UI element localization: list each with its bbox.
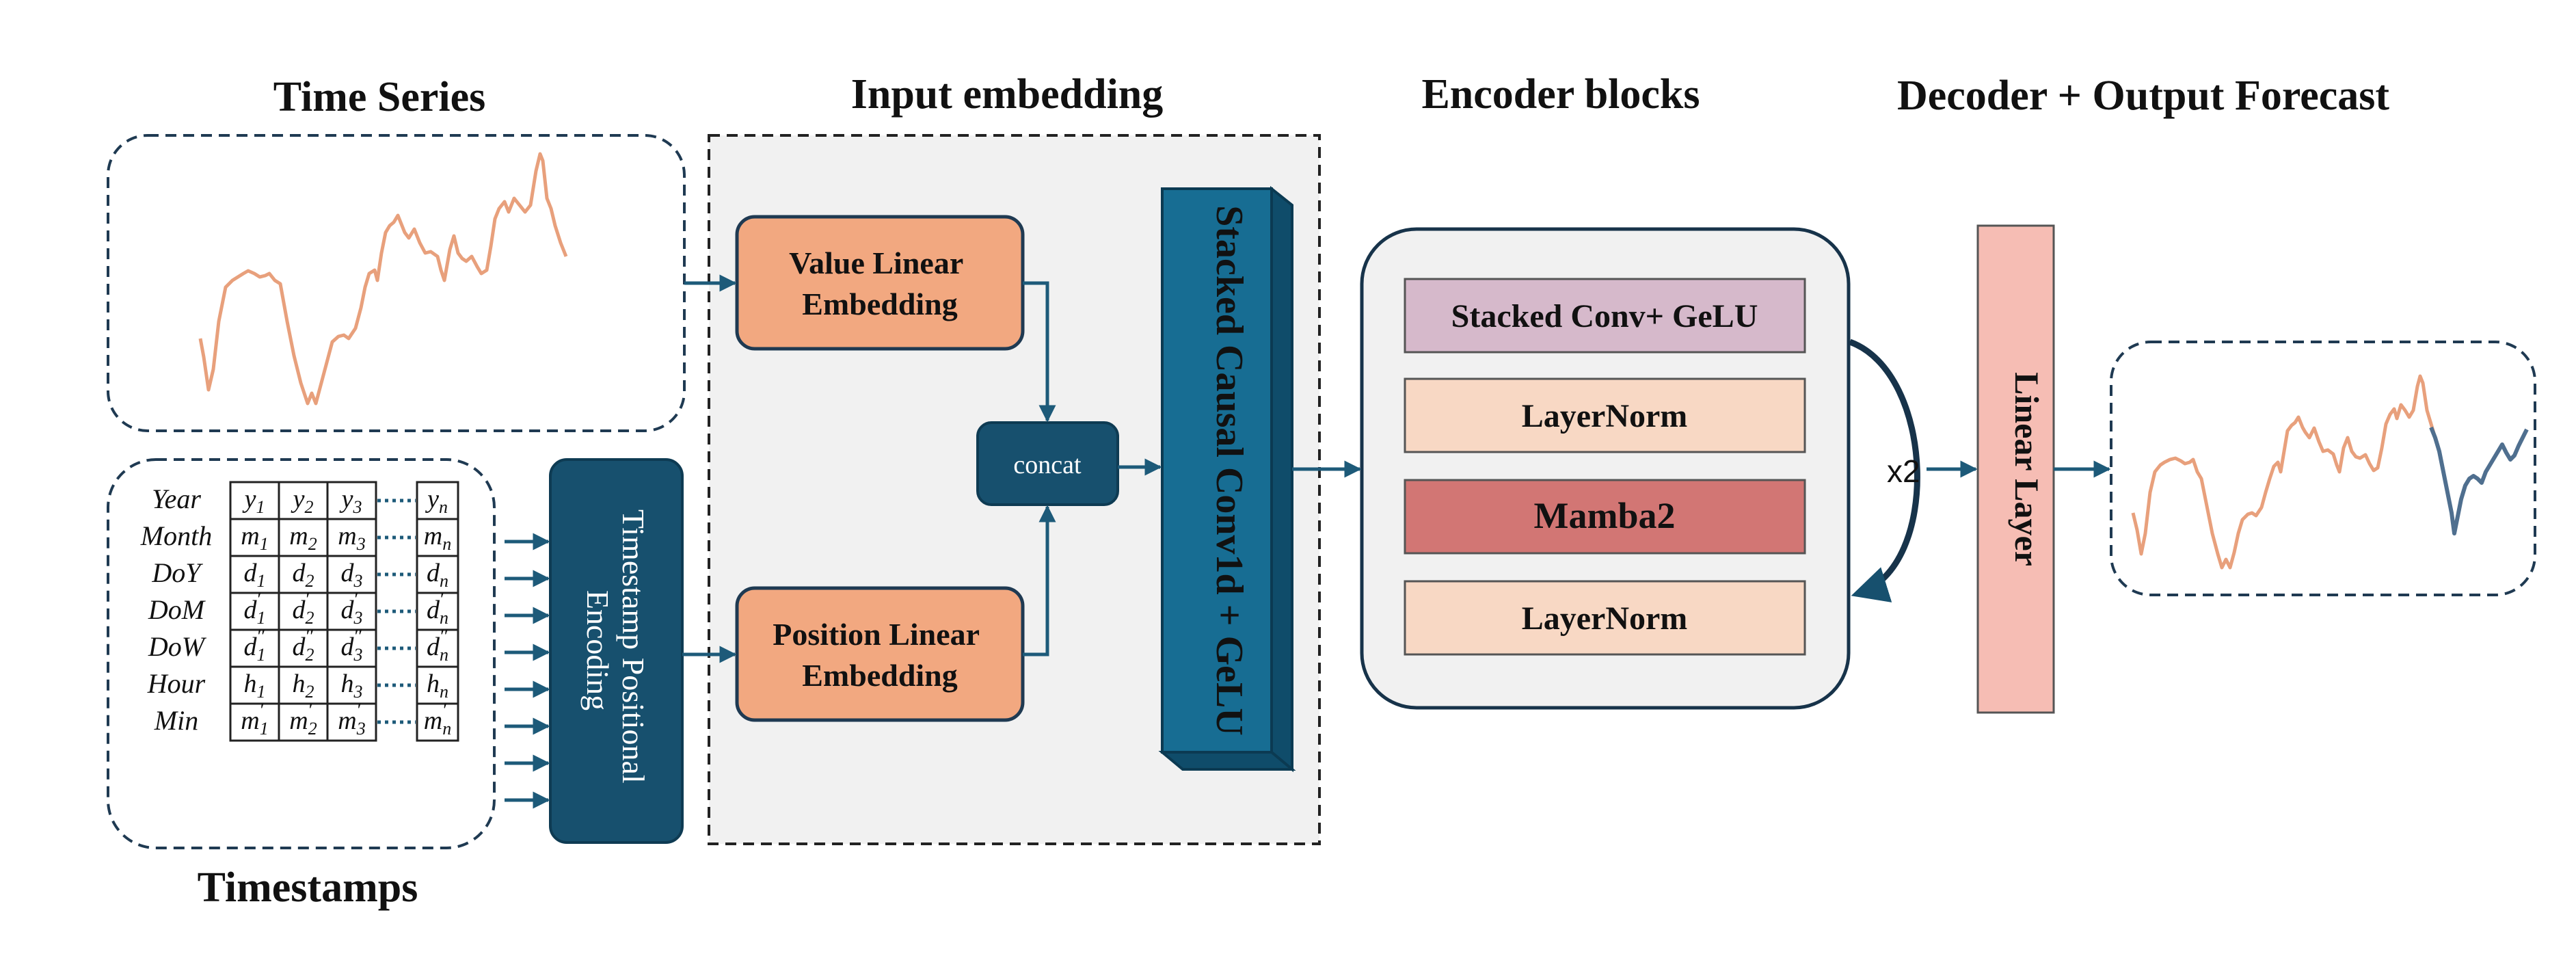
timestamp-last-cell [416,702,459,742]
timestamp-cell-value: d1″ [244,625,266,665]
encoder-layers: Stacked Conv+ GeLULayerNormMamba2LayerNo… [1404,278,1806,656]
timestamp-cell-value: m3 [338,522,365,554]
timestamp-cell [326,702,377,742]
timestamp-cell-value: d1 [244,559,266,591]
timestamp-cell-value: y1 [242,485,265,517]
encoder-layer-layernorm-2-label: LayerNorm [1522,600,1688,637]
timestamp-cell [229,665,280,705]
value-linear-embedding-block [735,215,1025,351]
encoder-layer-layernorm-1-label: LayerNorm [1522,398,1688,434]
timestamp-row-label: Month [140,520,212,551]
timestamp-cell-value: h2 [293,669,314,702]
timestamp-cell-value: d3″ [341,625,363,665]
linear-layer-label: Linear Layer [2008,372,2046,566]
encoder-layer-layernorm-1 [1404,377,1806,453]
linear-layer-block [1976,224,2055,714]
timestamp-cell-value: m1′ [241,699,268,739]
arrow-position-to-concat [1023,505,1056,656]
timestamp-cell-value: d1′ [244,588,266,628]
timestamp-row-label: Min [154,705,198,736]
forecast-history-line [2131,374,2437,570]
timestamp-cell-value: h1 [244,669,266,702]
conv-block-side [1270,185,1293,773]
timestamp-cell [326,628,377,668]
timestamp-row-label: DoY [151,557,203,588]
encoder-layer-mamba2-label: Mamba2 [1534,495,1676,536]
timestamp-cell-value: y3 [339,485,362,517]
timestamp-last-cell [416,555,459,594]
position-linear-embedding-block [735,586,1025,722]
encoder-layer-conv-gelu-label: Stacked Conv+ GeLU [1451,298,1758,334]
timestamp-last-cell-value: dn′ [427,588,448,628]
timestamp-cell-value: d3 [341,559,363,591]
timestamp-cell [326,555,377,594]
arrow-value-to-concat [1023,281,1056,423]
timestamp-positional-encoding-block [549,458,684,844]
timestamp-cell [326,665,377,705]
timestamp-last-cell-value: dn [427,559,448,591]
timestamp-last-cell-value: yn [425,485,448,517]
timestamp-row-label: Hour [147,668,206,699]
timestamp-positional-encoding-label: Timestamp Positional Encoding [580,509,651,791]
concat-label: concat [1013,451,1082,479]
stacked-causal-conv-block [1161,187,1273,754]
timestamp-last-cell-value: mn′ [424,699,451,739]
timestamp-cell [278,665,329,705]
timestamp-cell [229,628,280,668]
encoder-layer-mamba2 [1404,479,1806,555]
timestamp-cell-value: m3′ [338,699,365,739]
timestamp-row-label: Year [152,483,201,514]
timestamp-cell [229,702,280,742]
timestamp-cell [278,481,329,520]
encoder-layer-layernorm-2 [1404,580,1806,656]
forecast-box [2110,341,2536,596]
timestamp-cell [278,592,329,631]
repeat-loop-arrow [1849,339,1920,602]
timestamp-row-label: DoM [148,594,206,625]
timestamp-cell-value: m2 [289,522,317,554]
timestamp-cell-value: h3 [341,669,363,702]
timestamps-title: Timestamps [198,864,418,911]
forecast-predicted-line [2429,426,2529,535]
timestamp-cell-value: d2 [293,559,314,591]
timestamp-input-arrows [505,533,550,809]
timestamp-cell-value: d2″ [293,625,314,665]
value-linear-embedding-label: Value Linear Embedding [789,245,971,321]
conv-block-bottom [1158,751,1296,771]
timestamp-cell-value: m2′ [289,699,317,739]
timestamp-cell [278,702,329,742]
timestamp-row-label: DoW [148,631,207,662]
timestamp-cell-value: d2′ [293,588,314,628]
timestamp-cell [326,592,377,631]
timestamp-cell [229,592,280,631]
time-series-line [198,152,568,406]
repeat-count-label: x2 [1887,453,1920,489]
time-series-box [107,134,686,432]
timestamp-cell [326,518,377,557]
timestamp-last-cell-value: dn″ [427,625,448,665]
time-series-title: Time Series [273,74,486,120]
concat-block [976,421,1119,506]
encoder-layer-conv-gelu [1404,278,1806,354]
timestamp-last-cell [416,481,459,520]
timestamp-cell-value: d3′ [341,588,363,628]
position-linear-embedding-label: Position Linear Embedding [773,617,987,693]
timestamp-cell-value: m1 [241,522,268,554]
timestamp-last-cell [416,665,459,705]
timestamp-cell-value: y2 [291,485,314,517]
timestamp-last-cell-value: hn [427,669,448,702]
timestamp-last-cell-value: mn [424,522,451,554]
encoder-blocks-title: Encoder blocks [1421,71,1700,118]
decoder-output-title: Decoder + Output Forecast [1897,72,2389,119]
input-embedding-title: Input embedding [851,71,1164,118]
stacked-causal-conv-label: Stacked Causal Conv1d + GeLU [1208,205,1250,736]
